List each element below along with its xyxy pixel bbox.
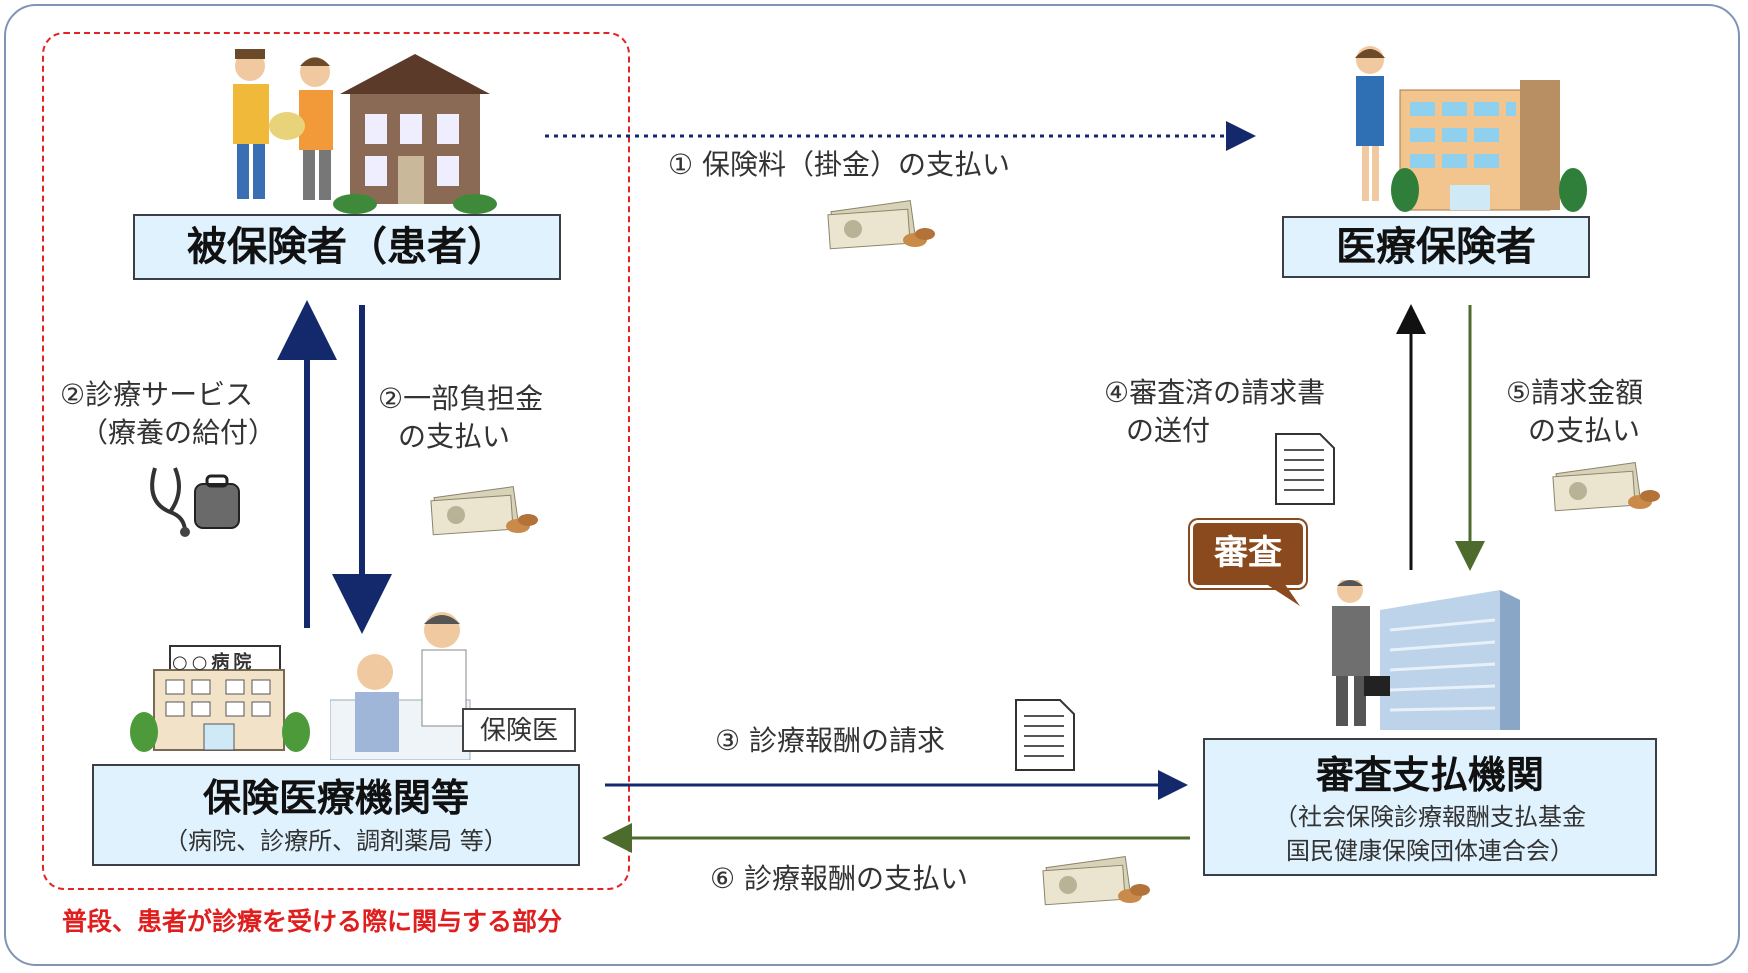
flow-2-copay-line2: の支払い xyxy=(398,420,511,453)
flow-5-line2: の支払い xyxy=(1528,414,1641,447)
hospital-icon xyxy=(130,645,310,752)
review-body-box: 審査支払機関 （社会保険診療報酬支払基金 国民健康保険団体連合会） xyxy=(1203,738,1657,876)
flow-2-service-line2: （療養の給付） xyxy=(80,416,277,449)
money-icon xyxy=(1042,856,1150,906)
businessman-building-icon xyxy=(1332,580,1520,730)
insurance-doctor-tag: 保険医 xyxy=(462,708,576,752)
medical-institution-box: 保険医療機関等 （病院、診療所、調剤薬局 等） xyxy=(92,764,580,866)
money-icon xyxy=(827,200,935,250)
flow-5-line1: ⑤請求金額 xyxy=(1506,376,1644,409)
flow-4-line1: ④審査済の請求書 xyxy=(1104,376,1326,409)
flow-2-copay-line1: ②一部負担金 xyxy=(378,382,544,415)
medical-institution-subtitle: （病院、診療所、調剤薬局 等） xyxy=(164,827,508,855)
flow-3-label: ③ 診療報酬の請求 xyxy=(715,724,946,757)
patient-area-note: 普段、患者が診療を受ける際に関与する部分 xyxy=(62,907,563,936)
document-icon xyxy=(1275,433,1335,505)
medical-institution-title: 保険医療機関等 xyxy=(202,776,469,820)
insurer-label: 医療保険者 xyxy=(1336,224,1536,270)
outer-frame xyxy=(4,4,1740,966)
money-icon xyxy=(1552,462,1660,512)
review-body-title: 審査支払機関 xyxy=(1315,753,1544,797)
insured-box: 被保険者（患者） xyxy=(133,214,561,280)
document-icon xyxy=(1015,699,1075,771)
family-house-icon xyxy=(233,49,497,214)
review-body-subtitle-2: 国民健康保険団体連合会） xyxy=(1286,837,1574,865)
insurer-box: 医療保険者 xyxy=(1282,216,1590,278)
patient-area-outline xyxy=(42,32,630,890)
doctor-patient-icon xyxy=(330,612,471,760)
flow-6-label: ⑥ 診療報酬の支払い xyxy=(710,862,969,895)
flow-2-service-line1: ②診療サービス xyxy=(60,378,254,411)
insurer-office-icon xyxy=(1355,46,1587,212)
flow-1-label: ① 保険料（掛金）の支払い xyxy=(668,148,1011,181)
money-icon xyxy=(430,486,538,536)
review-body-subtitle-1: （社会保険診療報酬支払基金 xyxy=(1274,803,1586,831)
stethoscope-bag-icon xyxy=(150,467,240,537)
speech-tail xyxy=(1260,580,1300,606)
review-speech-bubble: 審査 xyxy=(1190,520,1306,588)
hospital-sign: ○○病院 xyxy=(172,652,256,673)
flow-4-line2: の送付 xyxy=(1126,414,1211,447)
insured-label: 被保険者（患者） xyxy=(187,224,507,270)
